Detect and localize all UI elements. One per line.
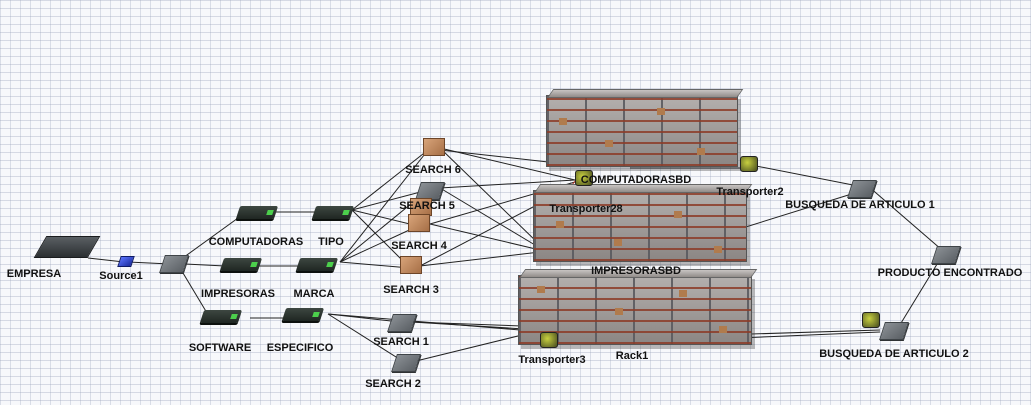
processor-computadoras[interactable] [235, 206, 279, 219]
rack-item [537, 286, 545, 293]
link-marca-s3 [339, 261, 411, 269]
rack-item [719, 326, 727, 333]
search3-box[interactable] [400, 256, 422, 274]
transporter-busq2-object[interactable] [862, 312, 880, 328]
label-search2: SEARCH 2 [365, 378, 421, 390]
transporter28-object[interactable] [575, 170, 593, 186]
link-queue-impresoras [184, 263, 226, 267]
link-queue-computadoras [179, 212, 246, 261]
processor-marca[interactable] [295, 258, 339, 271]
link-tipo-s4 [351, 209, 419, 227]
link-s6-comp [439, 147, 576, 181]
link-rack1-busq2 [739, 331, 881, 339]
rack-item [674, 211, 682, 218]
processor-software[interactable] [199, 310, 243, 323]
label-empresa: EMPRESA [6, 268, 62, 280]
label-search5: SEARCH 5 [399, 200, 455, 212]
rack-item [657, 108, 665, 115]
processor-impresoras[interactable] [219, 258, 263, 271]
transporter2-object[interactable] [740, 156, 758, 172]
link-esp-s2 [327, 313, 405, 363]
link-tipo-s6 [351, 149, 429, 211]
link-s5-imp [439, 187, 541, 249]
label-especifico: ESPECIFICO [266, 342, 334, 354]
rack-item [714, 246, 722, 253]
link-marca-s4 [339, 225, 419, 263]
link-prod-busq2 [897, 255, 943, 329]
label-transporter28: Transporter28 [549, 203, 623, 215]
rack-item [556, 221, 564, 228]
rack-item [679, 290, 687, 297]
label-transporter2: Transporter2 [716, 186, 784, 198]
link-tipo-s5 [351, 189, 429, 211]
rack-computadorasbd[interactable] [546, 89, 744, 167]
label-tipo: TIPO [318, 236, 344, 248]
label-search6: SEARCH 6 [405, 164, 461, 176]
link-s2-rack1 [411, 334, 523, 363]
link-t2-busq1 [755, 165, 859, 187]
rack-item [559, 118, 567, 125]
processor-especifico[interactable] [281, 308, 325, 321]
link-s4-imp [429, 223, 541, 251]
label-busqueda1: BUSQUEDA DE ARTICULO 1 [785, 199, 935, 211]
search4-box[interactable] [408, 214, 430, 232]
link-s5-comp [439, 179, 576, 189]
label-computadoras: COMPUTADORAS [208, 236, 304, 248]
rack-item [605, 140, 613, 147]
label-software: SOFTWARE [188, 342, 252, 354]
link-s6-imp [439, 147, 541, 246]
label-impresoras: IMPRESORAS [201, 288, 275, 300]
label-rack1: Rack1 [615, 350, 649, 362]
rack-impresorasbd[interactable] [533, 184, 753, 262]
transporter3-object[interactable] [540, 332, 558, 348]
label-busqueda2: BUSQUEDA DE ARTICULO 2 [819, 348, 969, 360]
label-marca: MARCA [293, 288, 335, 300]
label-search1: SEARCH 1 [373, 336, 429, 348]
label-search4: SEARCH 4 [391, 240, 447, 252]
rack-item [697, 148, 705, 155]
label-transporter3: Transporter3 [518, 354, 586, 366]
link-busq1-prod [867, 185, 943, 251]
rack-item [615, 308, 623, 315]
label-search3: SEARCH 3 [383, 284, 439, 296]
label-computadorasbd: COMPUTADORASBD [580, 174, 692, 186]
rack-top [547, 89, 744, 98]
link-marca-s6 [339, 149, 429, 263]
rack-item [614, 239, 622, 246]
label-impresorasbd: IMPRESORASBD [591, 265, 681, 277]
processor-tipo[interactable] [311, 206, 355, 219]
label-producto: PRODUCTO ENCONTRADO [877, 267, 1023, 279]
label-source1: Source1 [99, 270, 143, 282]
search6-box[interactable] [423, 138, 445, 156]
link-s3-imp [419, 251, 541, 267]
